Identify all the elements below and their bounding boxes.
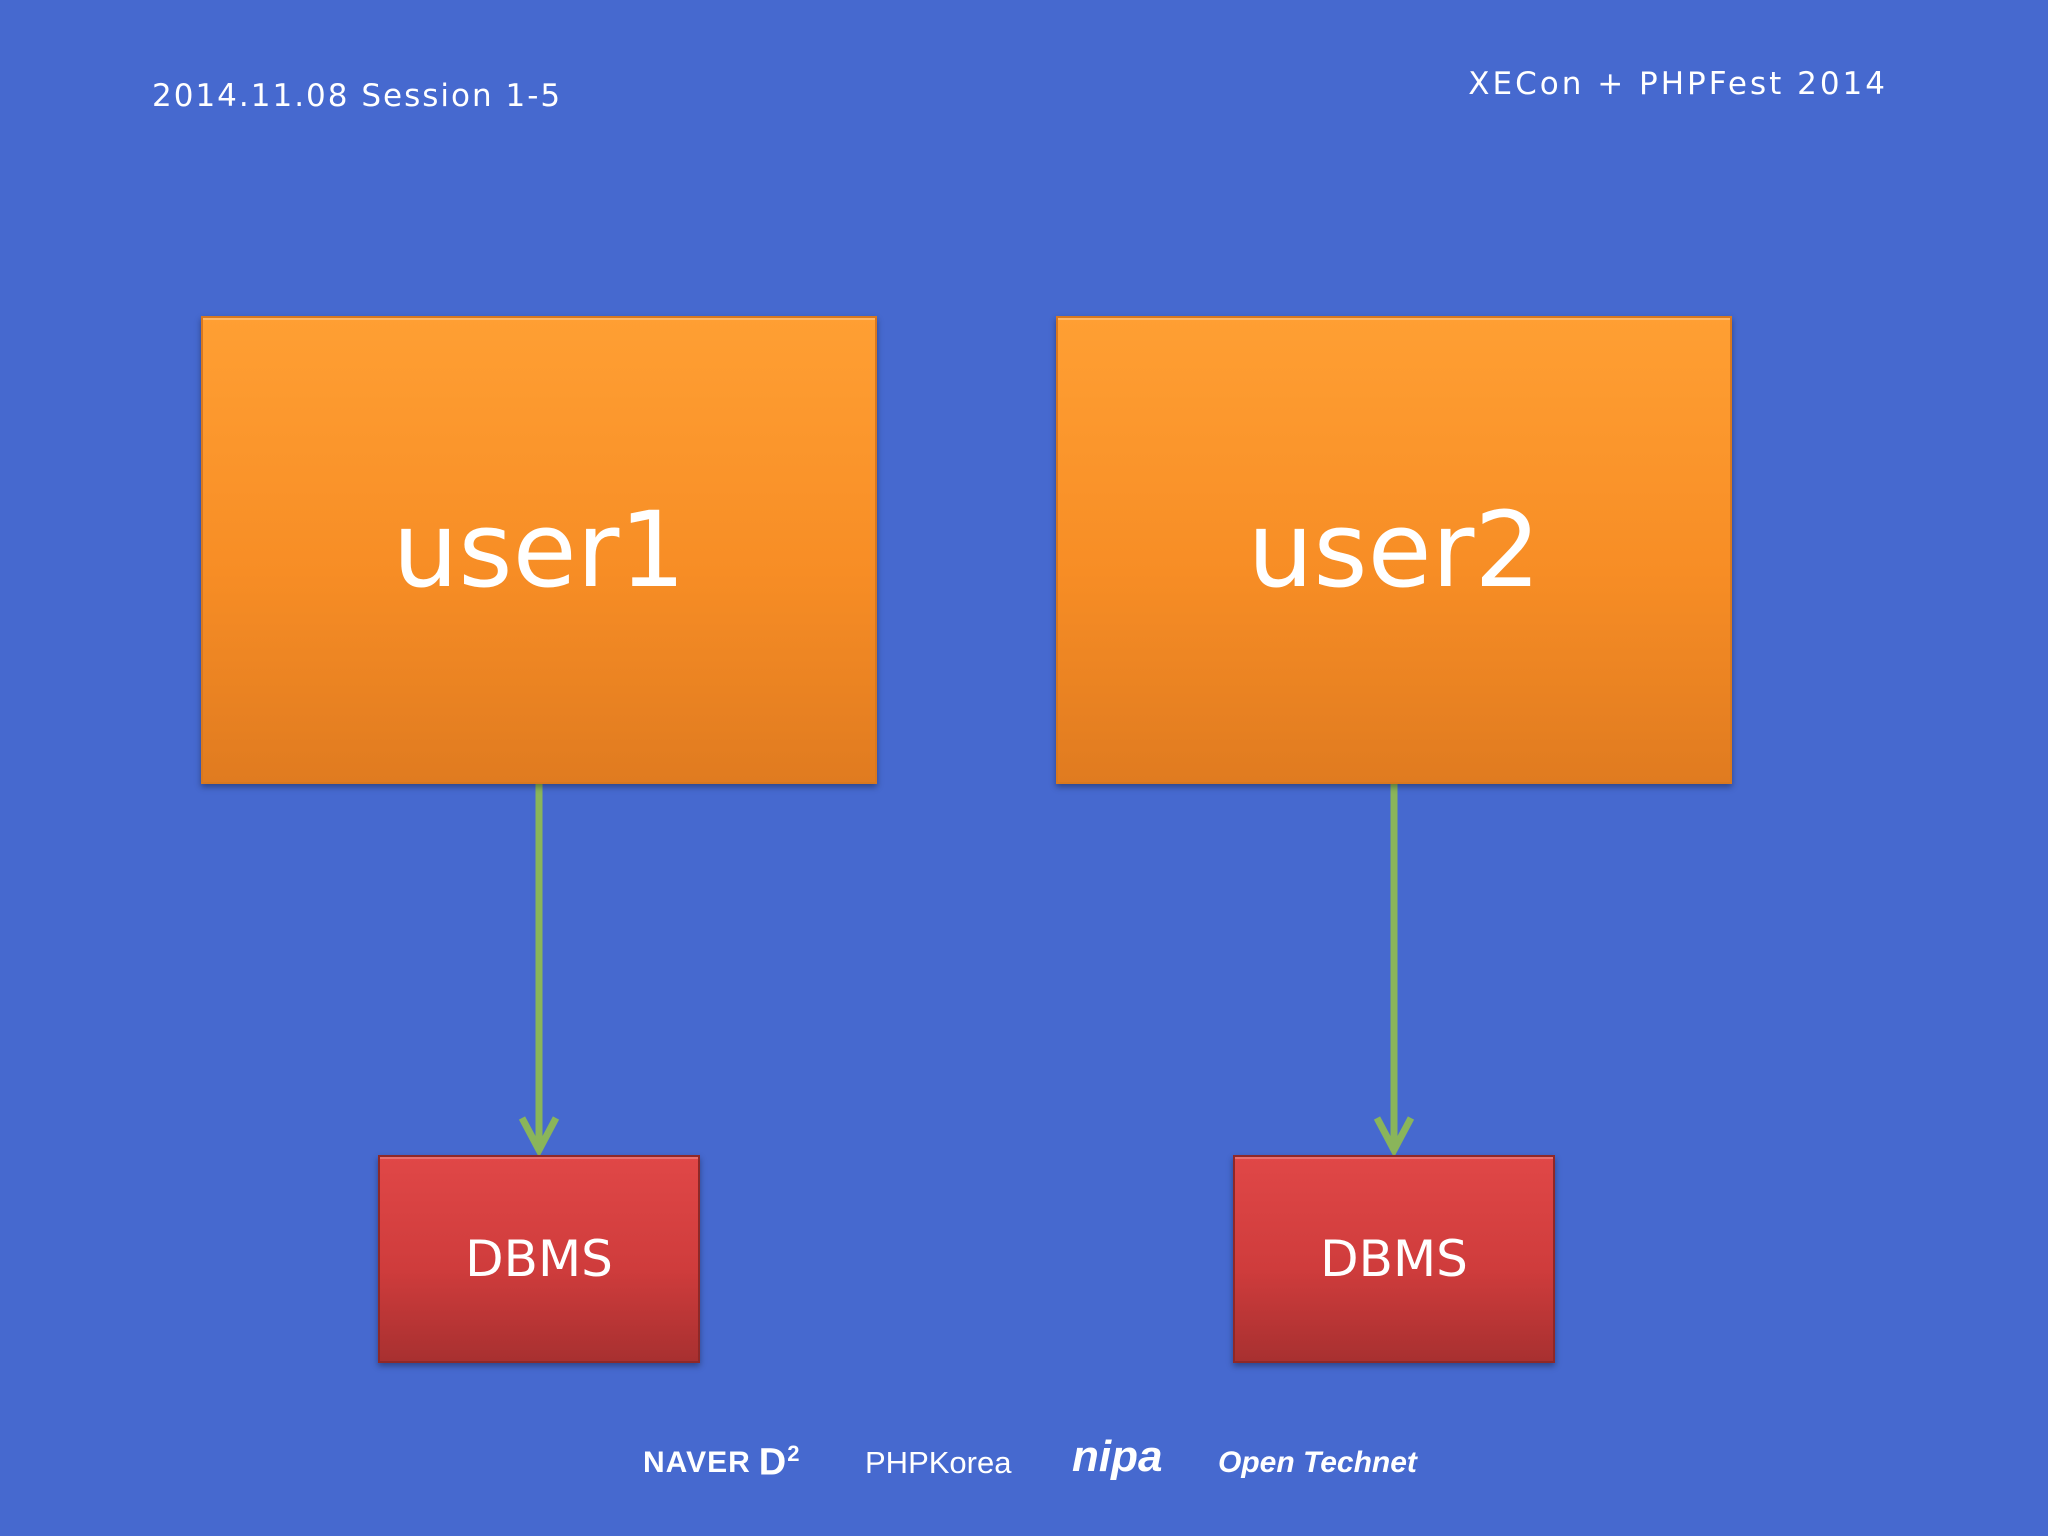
d2-logo-mark: D2 xyxy=(758,1441,801,1484)
user2-node: user2 xyxy=(1056,316,1732,784)
arrow-user1-to-dbms1 xyxy=(518,784,560,1158)
dbms2-node: DBMS xyxy=(1233,1155,1555,1363)
dbms1-label: DBMS xyxy=(465,1230,613,1288)
open-technet-logo: Open Technet xyxy=(1218,1446,1417,1479)
user1-node: user1 xyxy=(201,316,877,784)
user1-label: user1 xyxy=(392,489,686,611)
arrow-user2-to-dbms2 xyxy=(1373,784,1415,1158)
phpkorea-logo: PHPKorea xyxy=(865,1445,1012,1480)
event-title: XECon + PHPFest 2014 xyxy=(1468,66,1888,102)
session-label: 2014.11.08 Session 1-5 xyxy=(152,78,563,114)
naver-d2-logo: NAVER D2 xyxy=(643,1438,801,1488)
dbms2-label: DBMS xyxy=(1320,1230,1468,1288)
naver-logo-text: NAVER xyxy=(643,1446,751,1479)
sponsor-logos: NAVER D2 PHPKorea nipa Open Technet xyxy=(0,1432,2048,1498)
nipa-logo: nipa xyxy=(1072,1432,1163,1481)
dbms1-node: DBMS xyxy=(378,1155,700,1363)
user2-label: user2 xyxy=(1247,489,1541,611)
